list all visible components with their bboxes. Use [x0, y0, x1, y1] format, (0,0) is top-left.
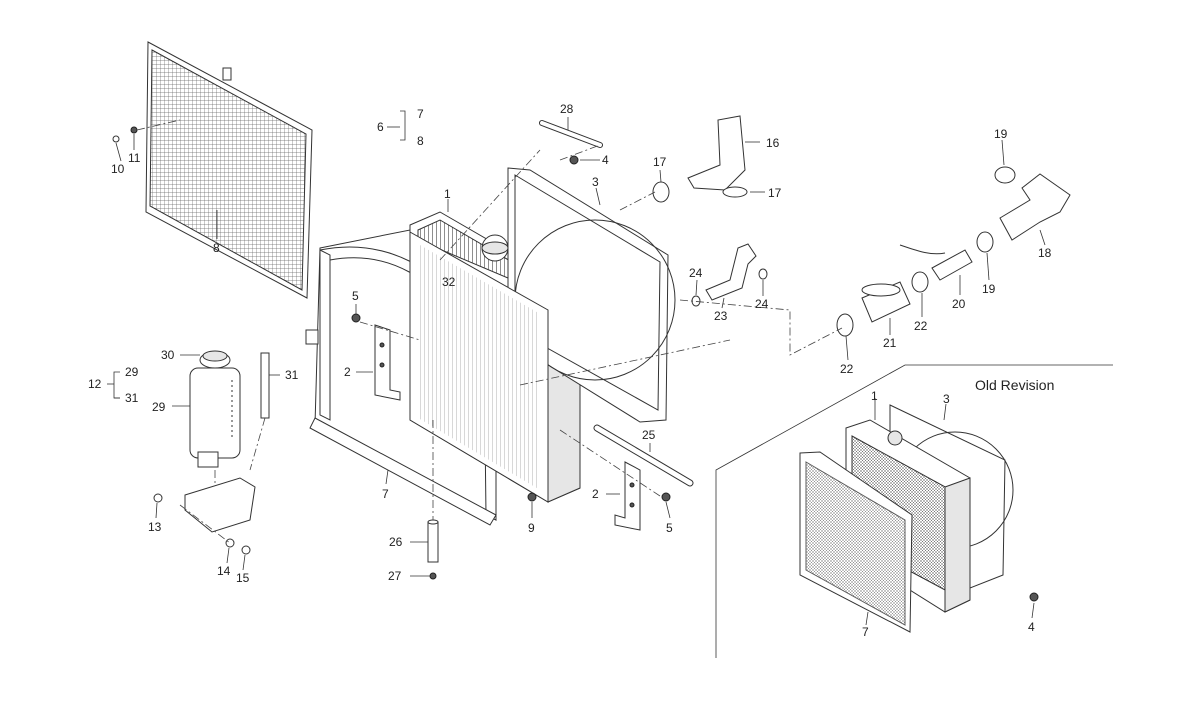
callout-2: 2	[344, 365, 351, 379]
old-shroud-frame	[799, 451, 913, 633]
callout-8: 8	[213, 241, 220, 255]
callout-24: 24	[755, 297, 769, 311]
leader-lines	[107, 110, 1046, 626]
old-bolt-4	[1029, 592, 1039, 602]
bolt-5-left	[351, 313, 361, 323]
callout-11: 11	[128, 151, 141, 165]
washer-14	[225, 538, 235, 548]
callout-31: 31	[285, 368, 299, 382]
callout-17: 17	[653, 155, 667, 169]
bolt-13	[153, 493, 163, 503]
callout-23: 23	[714, 309, 728, 323]
callout-7: 7	[382, 487, 389, 501]
callout-1: 1	[444, 187, 451, 201]
callout-13: 13	[148, 520, 162, 534]
clamp-19a	[994, 166, 1016, 184]
rod-26	[427, 519, 439, 563]
screen-bolt	[112, 126, 138, 143]
callout-9: 9	[528, 521, 535, 535]
callout-30: 30	[161, 348, 175, 362]
bracket-right	[614, 461, 641, 531]
callout-15: 15	[236, 571, 250, 585]
callout-28: 28	[560, 102, 574, 116]
callout-29: 29	[125, 365, 139, 379]
bolt-5-right	[661, 492, 671, 502]
callout-19: 19	[982, 282, 996, 296]
callout-19: 19	[994, 127, 1008, 141]
callout-10: 10	[111, 162, 125, 176]
bolt-4	[569, 155, 579, 165]
callout-4: 4	[602, 153, 609, 167]
callout-old-1: 1	[871, 389, 878, 403]
callout-3: 3	[592, 175, 599, 189]
callout-14: 14	[217, 564, 231, 578]
reservoir-cap	[199, 350, 231, 369]
clamp-17b	[722, 186, 748, 198]
clamp-19b	[976, 231, 994, 253]
callout-8: 8	[417, 134, 424, 148]
callout-22: 22	[840, 362, 854, 376]
hose-20	[899, 244, 973, 281]
assembly-axes	[136, 119, 843, 544]
section-title: Old Revision	[975, 377, 1054, 393]
callout-6: 6	[377, 120, 384, 134]
callout-old-4: 4	[1028, 620, 1035, 634]
callout-2: 2	[592, 487, 599, 501]
callout-labels: 1 2 2 3 4 5 5 6 7 7 8 8 9 10 11 12 13 14…	[88, 102, 1052, 639]
callout-27: 27	[388, 569, 402, 583]
callout-old-3: 3	[943, 392, 950, 406]
mesh-screen	[145, 41, 313, 299]
hose-16	[687, 115, 746, 191]
callout-18: 18	[1038, 246, 1052, 260]
callout-26: 26	[389, 535, 403, 549]
overflow-hose	[260, 352, 270, 419]
nut-15	[241, 545, 251, 555]
reservoir-tank	[189, 367, 241, 468]
old-revision-inset: Old Revision	[715, 364, 1113, 658]
callout-17: 17	[768, 186, 782, 200]
callout-old-7: 7	[862, 625, 869, 639]
callout-29: 29	[152, 400, 166, 414]
clamp-22a	[911, 271, 929, 293]
clamp-24a	[691, 295, 701, 307]
callout-32: 32	[442, 275, 456, 289]
callout-7: 7	[417, 107, 424, 121]
tank-bracket	[184, 477, 256, 533]
callout-20: 20	[952, 297, 966, 311]
callout-25: 25	[642, 428, 656, 442]
bolt-9	[527, 492, 537, 502]
clip-27	[429, 572, 437, 580]
callout-21: 21	[883, 336, 897, 350]
clamp-24b	[758, 268, 768, 280]
hose-23	[705, 243, 757, 301]
callout-12: 12	[88, 377, 102, 391]
callout-5: 5	[352, 289, 359, 303]
callout-24: 24	[689, 266, 703, 280]
hose-18	[999, 173, 1071, 241]
radiator-core-face	[409, 231, 549, 503]
callout-22: 22	[914, 319, 928, 333]
hose-21	[861, 281, 911, 323]
clamp-17a	[652, 181, 670, 203]
clamp-22b	[836, 313, 854, 337]
callout-5: 5	[666, 521, 673, 535]
bracket-left	[374, 324, 401, 401]
callout-16: 16	[766, 136, 780, 150]
callout-31: 31	[125, 391, 139, 405]
